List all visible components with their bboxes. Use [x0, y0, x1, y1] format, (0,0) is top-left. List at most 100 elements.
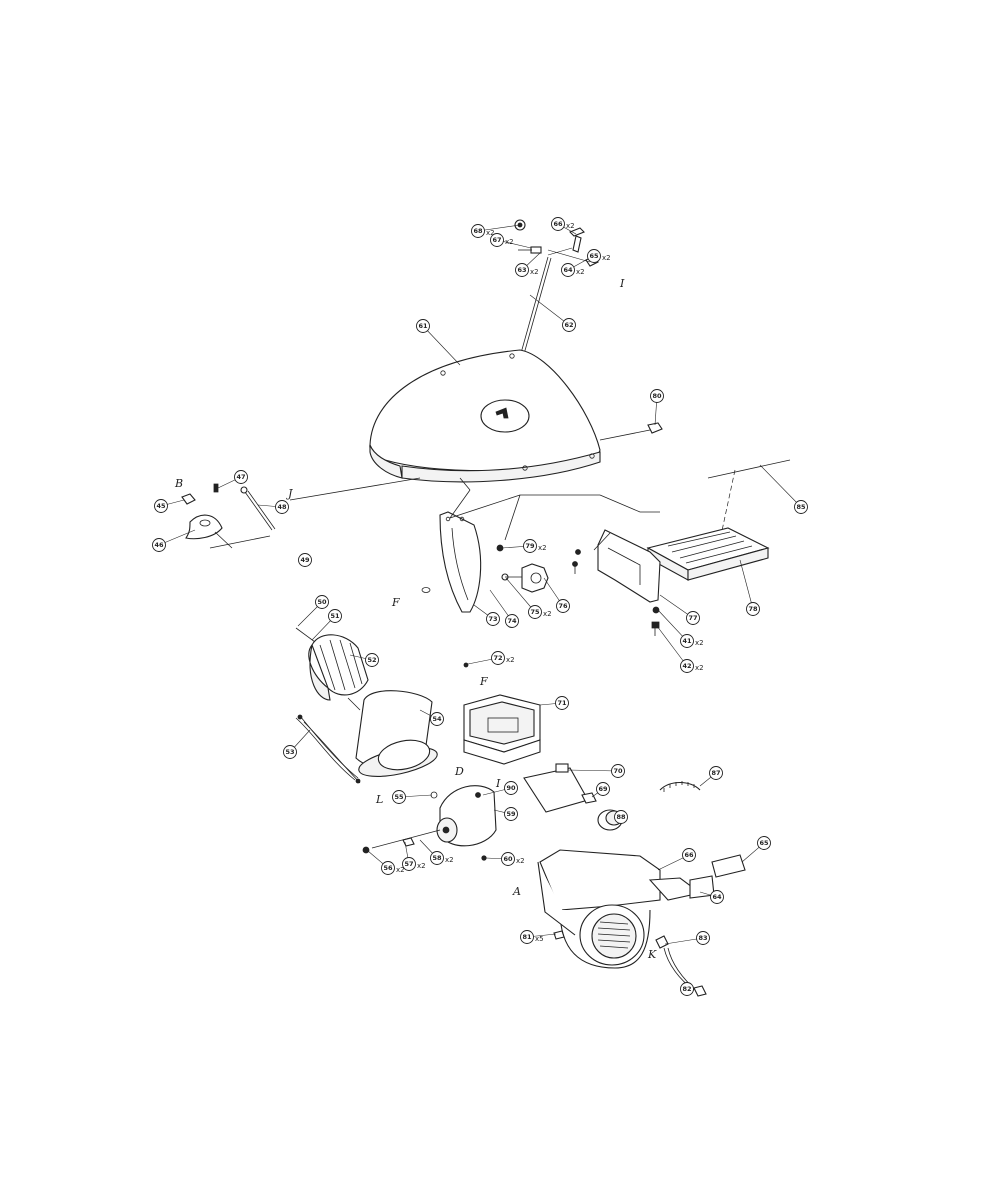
part-number: 60: [503, 855, 513, 863]
callout-p55: 55: [392, 790, 433, 804]
part-number: 90: [506, 784, 516, 792]
callout-p73: 73: [473, 604, 500, 626]
curved-arm-73: [421, 511, 482, 613]
left-knob-cluster: [181, 483, 276, 549]
callout-circle: [596, 782, 610, 796]
callout-p49: 49: [298, 553, 312, 567]
callout-circle: [556, 599, 570, 613]
part-number: 65: [589, 252, 599, 260]
callout-p66b: 66: [657, 848, 696, 871]
callout-p85: 85: [759, 464, 808, 514]
part-quantity: x2: [566, 222, 575, 230]
callout-p87: 87: [699, 766, 723, 787]
callout-p52: 52: [349, 653, 379, 667]
motor-housing-54: [355, 690, 438, 777]
callout-circle: [365, 653, 379, 667]
part-quantity: x2: [486, 229, 495, 237]
part-number: 64: [563, 266, 573, 274]
callout-circle: [392, 790, 406, 804]
part-number: 80: [652, 392, 662, 400]
part-number: 45: [156, 502, 166, 510]
callout-p74: 74: [489, 589, 519, 628]
part-number: 47: [236, 473, 245, 481]
switch-plate-70: [523, 763, 597, 813]
part-number: 66: [684, 851, 694, 859]
callout-p47: 47: [217, 470, 248, 489]
callout-circle: [515, 263, 529, 277]
leader-line: [759, 464, 802, 508]
part-number: 55: [394, 793, 404, 801]
motor-frame-66: [537, 849, 746, 969]
part-number: 72: [493, 654, 502, 662]
callout-p64b: 64: [699, 890, 724, 904]
callout-circle: [561, 263, 575, 277]
callout-circle: [381, 861, 395, 875]
part-number: 41: [682, 637, 692, 645]
part-number: 63: [517, 266, 526, 274]
wire-harness-53: [295, 714, 361, 784]
leader-line: [422, 325, 461, 366]
part-number: 50: [317, 598, 327, 606]
callout-circle: [505, 614, 519, 628]
callout-p45: 45: [154, 499, 185, 513]
callout-circle: [757, 836, 771, 850]
callout-p72: 72 x2: [467, 651, 515, 665]
callout-p65b: 65: [741, 836, 771, 863]
part-number: 77: [688, 614, 697, 622]
knob-screw-80: [599, 422, 663, 441]
callout-circle: [275, 500, 289, 514]
part-number: 87: [711, 769, 720, 777]
part-number: 79: [525, 542, 535, 550]
callout-p46: 46: [152, 529, 196, 552]
part-quantity: x2: [417, 862, 426, 870]
callout-p76: 76: [543, 577, 570, 613]
callout-circle: [152, 538, 166, 552]
callout-circle: [298, 553, 312, 567]
callout-circle: [650, 389, 664, 403]
part-quantity: x5: [535, 935, 544, 943]
part-number: 66: [553, 220, 563, 228]
part-number: 88: [616, 813, 626, 821]
callout-p54: 54: [419, 709, 444, 726]
callout-circle: [680, 634, 694, 648]
callout-circle: [680, 982, 694, 996]
callout-circle: [614, 810, 628, 824]
reference-letter-b: B: [174, 477, 183, 490]
part-number: 52: [367, 656, 376, 664]
leader-line: [657, 609, 688, 642]
callout-p62t: 62: [529, 294, 576, 332]
callout-p71: 71: [539, 696, 569, 710]
part-number: 62: [564, 321, 573, 329]
reference-letter-i: I: [619, 277, 625, 290]
callout-p90: 90: [482, 781, 518, 796]
leader-line: [529, 294, 570, 326]
reference-letter-j: J: [286, 487, 293, 500]
callout-p48: 48: [257, 500, 289, 514]
assembly-lines-upper: [209, 477, 660, 551]
reference-letter-a: A: [512, 885, 521, 898]
callout-p88: 88: [614, 810, 628, 824]
callout-circle: [562, 318, 576, 332]
callout-circle: [680, 659, 694, 673]
leader-line: [567, 769, 619, 772]
callout-circle: [416, 319, 430, 333]
part-number: 59: [506, 810, 516, 818]
part-quantity: x2: [516, 857, 525, 865]
callout-p59: 59: [493, 807, 518, 821]
reference-letter-f1: F: [391, 596, 400, 609]
callout-circle: [490, 233, 504, 247]
part-quantity: x2: [506, 656, 515, 664]
part-number: 83: [698, 934, 707, 942]
callout-circle: [794, 500, 808, 514]
